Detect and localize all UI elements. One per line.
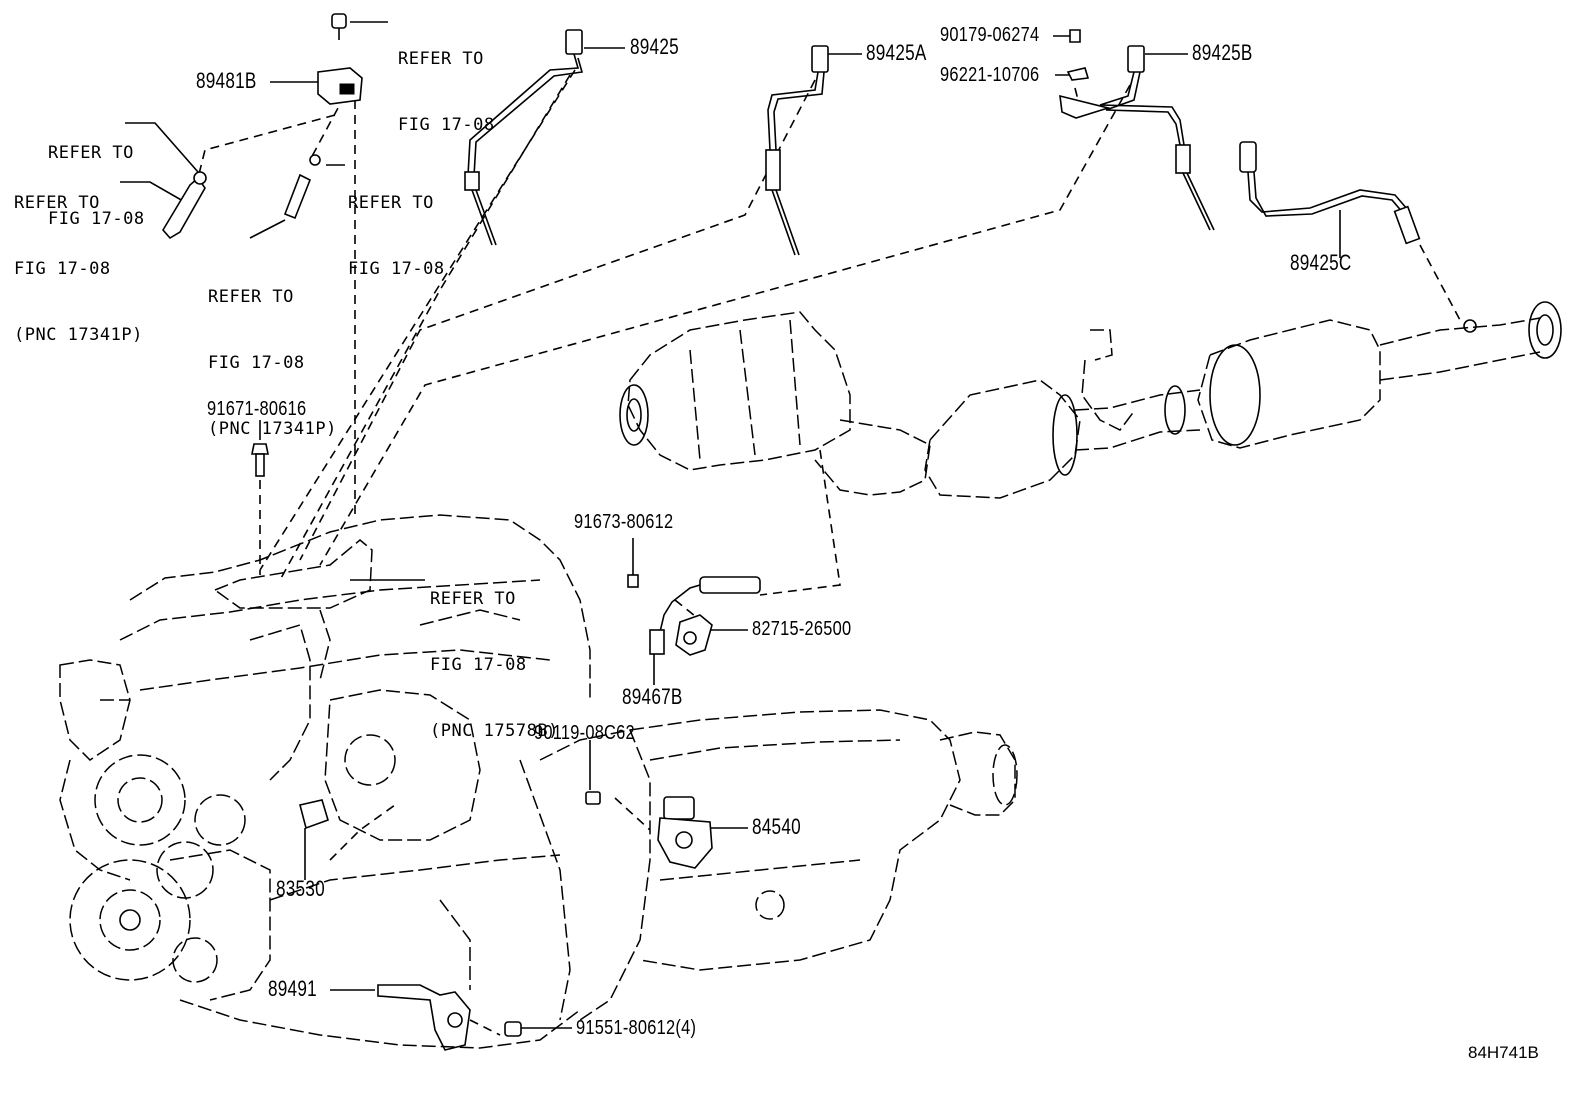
callout-line: FIG 17-08	[398, 115, 495, 135]
sensor-83530	[299, 799, 329, 830]
bolt-top	[331, 13, 347, 40]
sensor-89467B	[627, 574, 761, 656]
callout-ref-top: REFER TO FIG 17-08	[398, 4, 495, 158]
callout-line: REFER TO	[348, 193, 434, 213]
vsv-89481B	[317, 67, 363, 105]
callout-line: FIG 17-08	[48, 209, 145, 229]
part-label-90179-06274[interactable]: 90179-06274	[940, 24, 1040, 46]
part-label-83530[interactable]: 83530	[276, 876, 325, 901]
diagram-code: 84H741B	[1468, 1043, 1539, 1062]
part-label-91671-80616[interactable]: 91671-80616	[207, 398, 307, 420]
callout-line: FIG 17-08	[208, 353, 305, 373]
part-label-89425A[interactable]: 89425A	[866, 40, 927, 65]
part-label-89425B[interactable]: 89425B	[1192, 40, 1253, 65]
part-label-89425C[interactable]: 89425C	[1290, 250, 1352, 275]
callout-line: REFER TO	[48, 143, 134, 163]
sensor-89425B	[1059, 29, 1215, 231]
callout-line: REFER TO	[208, 287, 294, 307]
sensor-84540	[585, 791, 713, 869]
callout-ref-hose-mid: REFER TO FIG 17-08	[348, 148, 445, 302]
sensor-89425	[464, 29, 584, 246]
callout-line: REFER TO	[430, 589, 516, 609]
part-label-96221-10706[interactable]: 96221-10706	[940, 64, 1040, 86]
engine-transmission	[59, 514, 1018, 1049]
callout-ref-bracket: REFER TO FIG 17-08 (PNC 17578B)	[430, 544, 559, 764]
part-label-89425[interactable]: 89425	[630, 34, 679, 59]
callout-line: (PNC 17341P)	[208, 419, 337, 439]
callout-line: REFER TO	[398, 49, 484, 69]
part-label-91673-80612[interactable]: 91673-80612	[574, 511, 674, 533]
exhaust-system	[619, 301, 1562, 499]
sensor-89425A	[765, 45, 829, 256]
part-label-91551-80612[interactable]: 91551-80612(4)	[576, 1017, 697, 1039]
hose-left	[162, 171, 207, 240]
sensor-89491	[377, 984, 522, 1051]
callout-ref-hose-far-left: REFER TO FIG 17-08 (PNC 17341P)	[14, 148, 143, 368]
callout-line: (PNC 17578B)	[430, 721, 559, 741]
callout-line: FIG 17-08	[348, 259, 445, 279]
label-pointers	[120, 21, 1341, 1029]
callout-line: REFER TO	[14, 193, 100, 213]
part-label-89467B[interactable]: 89467B	[622, 684, 683, 709]
callout-line: FIG 17-08	[430, 655, 527, 675]
bolt-91671	[251, 443, 269, 477]
part-label-89481B[interactable]: 89481B	[196, 68, 257, 93]
callout-ref-hose-left: REFER TO FIG 17-08	[48, 98, 145, 252]
part-label-90119-08C62[interactable]: 90119-08C62	[534, 722, 635, 744]
sensor-89425C	[1239, 141, 1421, 245]
callout-line: (PNC 17341P)	[14, 325, 143, 345]
callout-line: FIG 17-08	[14, 259, 111, 279]
part-label-84540[interactable]: 84540	[752, 814, 801, 839]
part-label-89491[interactable]: 89491	[268, 976, 317, 1001]
part-label-82715-26500[interactable]: 82715-26500	[752, 618, 852, 640]
callout-ref-hose-bottom: REFER TO FIG 17-08 (PNC 17341P)	[208, 242, 337, 462]
dashed-leaders	[197, 69, 1461, 1036]
hose-mid	[249, 154, 321, 239]
